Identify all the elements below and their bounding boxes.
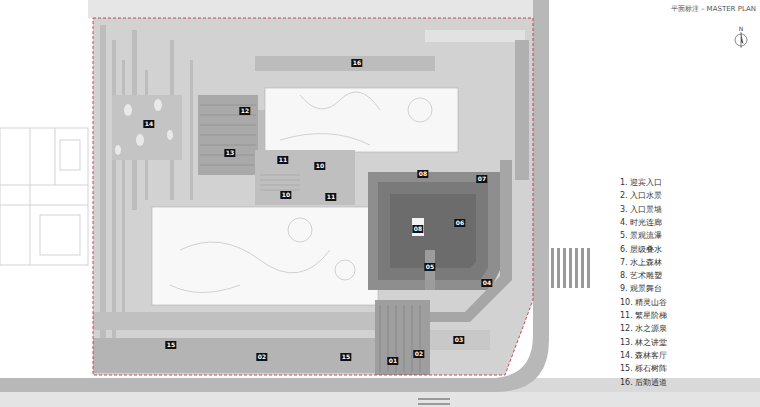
legend-entry: 2. 入口水景 (620, 191, 662, 201)
callout-number: 11 (277, 156, 288, 164)
legend-entry: 4. 时光连廊 (620, 218, 662, 228)
callout-number: 15 (340, 353, 351, 361)
legend-entry: 7. 水上森林 (620, 258, 662, 268)
callout-number: 06 (454, 219, 465, 227)
legend-entry: 11. 繁星阶梯 (620, 311, 667, 321)
callout-number: 04 (481, 279, 492, 287)
callout-number: 05 (424, 263, 435, 271)
legend-entry: 14. 森林客厅 (620, 351, 667, 361)
callout-number: 08 (417, 170, 428, 178)
callout-number: 08 (412, 225, 423, 233)
callout-number: 10 (280, 191, 291, 199)
legend-entry: 13. 林之讲堂 (620, 338, 667, 348)
legend-entry: 1. 迎宾入口 (620, 178, 662, 188)
callout-number: 12 (239, 107, 250, 115)
callout-number: 02 (256, 353, 267, 361)
legend-entry: 6. 层级叠水 (620, 245, 662, 255)
legend-entry: 15. 栎石树阵 (620, 364, 667, 374)
callout-number: 11 (325, 193, 336, 201)
callout-number: 01 (387, 357, 398, 365)
callout-number: 03 (453, 336, 464, 344)
callout-number: 15 (165, 341, 176, 349)
callout-number: 16 (351, 59, 362, 67)
callout-number: 10 (314, 162, 325, 170)
legend-entry: 10. 精灵山谷 (620, 298, 667, 308)
legend-entry: 16. 后勤通道 (620, 378, 667, 388)
callout-number: 13 (224, 149, 235, 157)
legend-entry: 8. 艺术雕塑 (620, 271, 662, 281)
plan-title: 平面标注 – MASTER PLAN (671, 4, 756, 14)
callout-number: 07 (476, 175, 487, 183)
legend-entry: 12. 水之源泉 (620, 324, 667, 334)
legend-entry: 9. 观景舞台 (620, 284, 662, 294)
legend-entry: 3. 入口景墙 (620, 205, 662, 215)
north-label: N (739, 25, 744, 32)
callout-number: 14 (143, 120, 154, 128)
legend-entry: 5. 景观流瀑 (620, 231, 662, 241)
callout-number: 02 (413, 350, 424, 358)
